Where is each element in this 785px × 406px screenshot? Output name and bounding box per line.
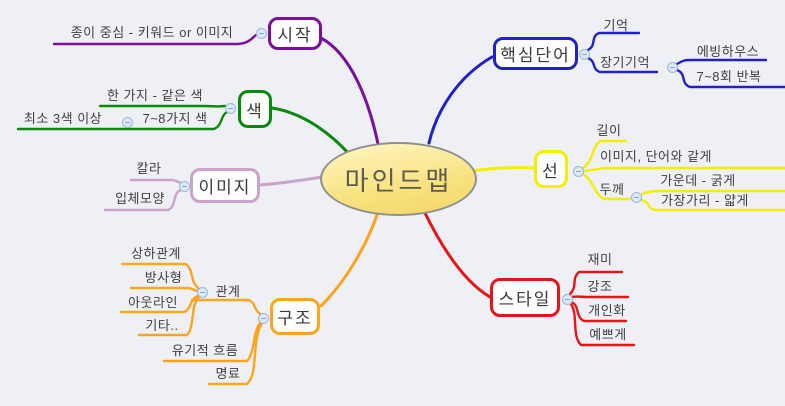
topic-color[interactable]: 색 bbox=[238, 90, 272, 128]
edge bbox=[581, 139, 628, 170]
node-memory[interactable]: 기억 bbox=[603, 18, 629, 33]
branch-keyword-edges bbox=[427, 31, 785, 145]
edge bbox=[568, 270, 624, 296]
edge bbox=[581, 172, 632, 201]
edge bbox=[422, 209, 492, 299]
topic-structure[interactable]: 구조 bbox=[270, 298, 320, 335]
edge bbox=[586, 56, 659, 74]
node-min-colors[interactable]: 최소 3색 이상 bbox=[23, 111, 103, 126]
node-seven-colors[interactable]: 7~8가지 색 bbox=[142, 111, 208, 126]
node-ebbinghaus[interactable]: 에빙하우스 bbox=[696, 44, 760, 59]
node-outline[interactable]: 아웃라인 bbox=[128, 295, 178, 310]
node-emphasis[interactable]: 강조 bbox=[587, 279, 613, 294]
edge bbox=[129, 286, 199, 293]
node-repeat[interactable]: 7~8회 반복 bbox=[696, 69, 762, 84]
central-topic[interactable]: 마인드맵 bbox=[320, 142, 477, 216]
edge bbox=[52, 33, 258, 46]
edge bbox=[582, 166, 785, 173]
edge bbox=[640, 198, 785, 212]
collapse-icon-relation[interactable] bbox=[197, 287, 208, 298]
collapse-icon-seven-colors[interactable] bbox=[122, 117, 133, 128]
edge bbox=[568, 301, 636, 347]
collapse-icon-start[interactable] bbox=[256, 28, 267, 39]
node-hierarchy[interactable]: 상하관계 bbox=[131, 246, 181, 261]
node-fun[interactable]: 재미 bbox=[587, 252, 613, 267]
edge bbox=[137, 295, 201, 337]
node-pretty[interactable]: 예쁘게 bbox=[589, 327, 627, 342]
node-clarity[interactable]: 명료 bbox=[215, 366, 241, 381]
node-relation[interactable]: 관계 bbox=[215, 284, 241, 299]
edge bbox=[586, 31, 641, 52]
branch-color-edges bbox=[16, 104, 352, 157]
edge bbox=[270, 106, 352, 157]
edge bbox=[319, 36, 380, 146]
node-etc[interactable]: 기타.. bbox=[145, 318, 179, 333]
node-personalize[interactable]: 개인화 bbox=[588, 303, 626, 318]
branch-start-edges bbox=[52, 33, 380, 146]
node-center-thick[interactable]: 가운데 - 굵게 bbox=[660, 173, 736, 188]
topic-line[interactable]: 선 bbox=[534, 150, 568, 188]
edge bbox=[675, 68, 785, 89]
edge bbox=[120, 262, 200, 290]
node-thickness[interactable]: 두께 bbox=[599, 182, 625, 197]
collapse-icon-structure[interactable] bbox=[258, 313, 269, 324]
edge bbox=[640, 189, 785, 196]
collapse-icon-image[interactable] bbox=[179, 181, 190, 192]
edge bbox=[258, 175, 324, 187]
edge bbox=[129, 178, 183, 185]
node-image-color[interactable]: 칼라 bbox=[136, 161, 162, 176]
node-length[interactable]: 길이 bbox=[596, 123, 622, 138]
node-edge-thin[interactable]: 가장가리 - 얇게 bbox=[661, 193, 749, 208]
branch-structure-edges bbox=[119, 210, 380, 386]
topic-keyword[interactable]: 핵심단어 bbox=[493, 37, 578, 70]
collapse-icon-color[interactable] bbox=[225, 103, 236, 114]
node-longterm[interactable]: 장기기억 bbox=[600, 55, 650, 70]
node-3d-shape[interactable]: 입체모양 bbox=[115, 191, 165, 206]
edge bbox=[427, 55, 494, 145]
branch-style-edges bbox=[422, 209, 636, 347]
edge bbox=[103, 188, 183, 212]
edge bbox=[569, 300, 628, 323]
edge bbox=[190, 298, 262, 316]
collapse-icon-style[interactable] bbox=[562, 294, 573, 305]
node-paper[interactable]: 종이 중심 - 키워드 or 이미지 bbox=[70, 25, 234, 40]
collapse-icon-line[interactable] bbox=[573, 166, 584, 177]
topic-start[interactable]: 시작 bbox=[268, 17, 322, 50]
edge bbox=[319, 210, 380, 308]
topic-image[interactable]: 이미지 bbox=[190, 168, 260, 203]
branch-image-edges bbox=[103, 175, 324, 212]
collapse-icon-longterm[interactable] bbox=[667, 62, 678, 73]
edge bbox=[675, 58, 768, 66]
node-organic-flow[interactable]: 유기적 흐름 bbox=[171, 343, 239, 358]
edge bbox=[207, 321, 264, 386]
node-same-as-image[interactable]: 이미지, 단어와 같게 bbox=[599, 149, 712, 164]
edge bbox=[162, 320, 263, 363]
edge bbox=[119, 294, 200, 314]
collapse-icon-keyword[interactable] bbox=[579, 49, 590, 60]
node-one-color[interactable]: 한 가지 - 같은 색 bbox=[106, 88, 204, 103]
topic-style[interactable]: 스타일 bbox=[490, 278, 560, 317]
branch-line-edges bbox=[469, 139, 785, 212]
node-radial[interactable]: 방사형 bbox=[144, 270, 183, 285]
edge bbox=[469, 166, 536, 173]
collapse-icon-thickness[interactable] bbox=[631, 192, 642, 203]
edge bbox=[16, 110, 229, 131]
